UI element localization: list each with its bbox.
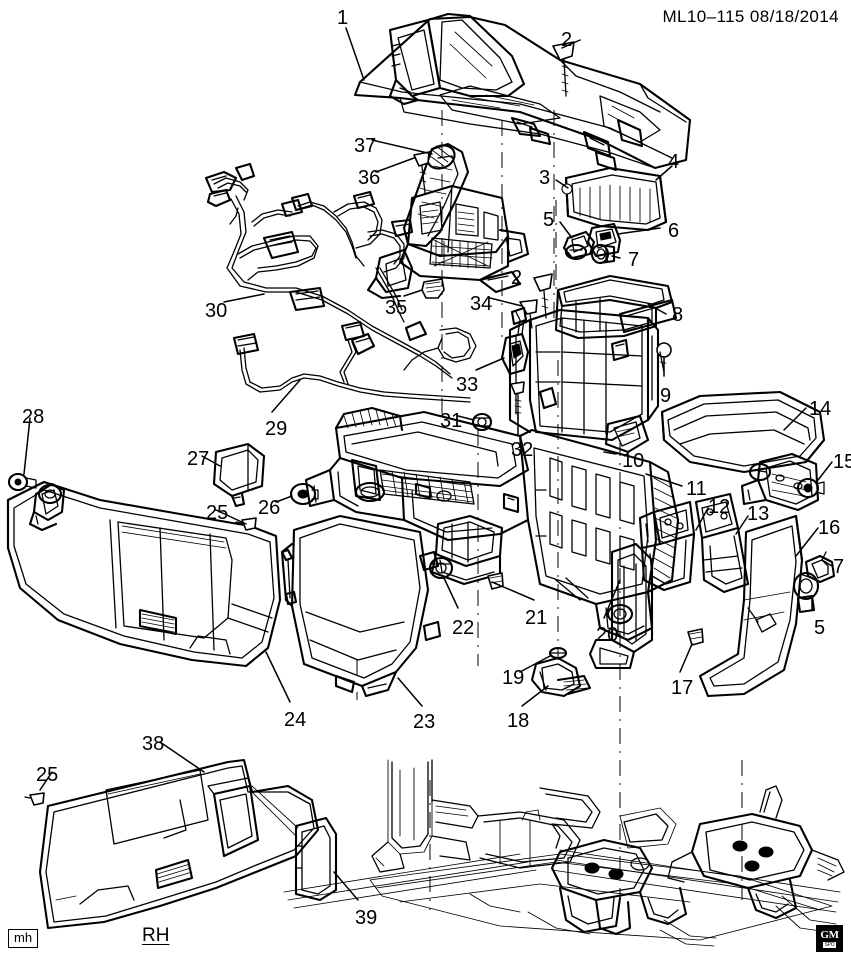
part-coin-holder-insert	[212, 442, 266, 508]
callout-console-upper-trim-plate: 1	[337, 7, 349, 29]
part-console-rear-trim-panel	[280, 514, 442, 698]
leader-lines	[23, 27, 833, 901]
callout-connector-assembly-upper: 5	[543, 209, 555, 231]
callout-nut-bracket: 19	[502, 667, 525, 689]
callout-console-body-assembly: 11	[686, 478, 707, 500]
callout-grommet: 26	[258, 497, 281, 519]
part-console-rear-support	[588, 542, 654, 670]
part-console-front-bracket	[530, 656, 592, 698]
callout-armrest-pivot-bolt: 15	[833, 451, 851, 473]
callout-bracket-right: 13	[747, 503, 770, 525]
part-access-cover	[251, 785, 338, 902]
callout-screw-compartment: 34	[470, 293, 493, 315]
part-console-upper-trim-plate	[353, 12, 692, 170]
callout-coin-holder-insert: 27	[187, 448, 210, 470]
callout-screw-shifter: 36	[358, 167, 381, 189]
callout-console-trim-bezel: 4	[668, 151, 680, 173]
callout-outlet-socket-upper: 7	[628, 249, 640, 271]
callout-access-cover: 39	[355, 907, 378, 929]
part-armrest-pivot-bolt	[796, 477, 825, 499]
callout-retainer-clip: 21	[525, 607, 548, 629]
part-screw-shifter	[413, 151, 430, 194]
gm-logo-subtext: SPO	[822, 941, 837, 948]
part-screw-latch	[510, 381, 525, 421]
part-retainer-pin	[7, 472, 37, 492]
callout-outlet-socket-lower: 7	[833, 556, 845, 578]
callout-bracket-left: 12	[708, 496, 731, 518]
part-screw-trim-lower	[24, 792, 45, 806]
part-bracket-right	[694, 492, 750, 594]
part-connector-assembly-upper	[562, 230, 596, 261]
callout-console-extension-harness: 29	[265, 418, 288, 440]
part-floor-pan-structure	[283, 759, 845, 947]
callout-console-left-side-trim: 24	[284, 709, 307, 731]
part-push-in-fastener	[421, 278, 445, 299]
part-console-extension-harness	[232, 320, 477, 403]
part-console-left-side-trim	[6, 480, 282, 668]
callout-console-front-bracket: 18	[507, 710, 530, 732]
callout-screw-upper: 2	[561, 29, 573, 51]
part-screw-upper	[552, 41, 575, 97]
part-bracket-left	[638, 500, 696, 592]
callout-nut-console: 31	[440, 410, 463, 432]
callout-bin-retainer-clip: 3	[539, 167, 551, 189]
callout-console-storage-compartment: 10	[622, 450, 645, 472]
callout-screw-bin: 9	[660, 385, 672, 407]
part-console-trim-bezel	[564, 166, 668, 232]
part-shift-lever-knob-boot	[402, 142, 470, 248]
part-screw-trim-upper	[235, 517, 257, 531]
callout-storage-bin-mat: 8	[672, 304, 684, 326]
callout-console-wiring-harness: 30	[205, 300, 228, 322]
callout-push-in-fastener: 35	[385, 297, 408, 319]
part-push-in-retainer	[687, 628, 704, 646]
callout-rear-console-side-panel: 16	[818, 517, 841, 539]
part-console-body-assembly	[304, 406, 680, 642]
part-storage-bin-mat	[554, 274, 678, 340]
callout-power-outlet-receptacle: 6	[668, 220, 680, 242]
part-rh-quarter-trim-panel	[38, 758, 320, 930]
callout-console-rear-support: 20	[596, 624, 619, 646]
callout-retainer-pin: 28	[22, 406, 45, 428]
callout-screw-trim-lower: 25	[36, 764, 59, 786]
side-label-rh: RH	[142, 925, 170, 946]
gm-logo-text: GM	[820, 928, 839, 941]
callout-console-rear-trim-panel: 23	[413, 711, 436, 733]
part-outlet-socket-lower	[804, 551, 836, 584]
alignment-axes	[356, 110, 743, 910]
part-rear-console-side-panel	[698, 514, 804, 698]
callout-connector-assembly-lower: 5	[814, 617, 826, 639]
part-screw-mid	[533, 273, 553, 319]
callout-grommet-plug: 22	[452, 617, 475, 639]
callout-screw-trim-upper: 25	[206, 502, 229, 524]
callout-screw-latch: 32	[511, 439, 534, 461]
gm-logo: GM SPO	[816, 925, 843, 952]
part-retainer-clip	[487, 572, 504, 590]
callout-rh-quarter-trim-panel: 38	[142, 733, 165, 755]
part-armrest-assembly	[660, 390, 826, 512]
callout-latch-striker: 33	[456, 374, 479, 396]
drawing-code-date: ML10–115 08/18/2014	[662, 7, 839, 26]
part-grommet	[289, 482, 319, 506]
callout-armrest-assembly: 14	[809, 398, 832, 420]
callout-push-in-retainer: 17	[671, 677, 694, 699]
initials-stamp: mh	[8, 929, 39, 948]
part-latch-striker	[500, 306, 530, 376]
callout-shift-lever-knob-boot: 37	[354, 135, 377, 157]
callout-screw-mid: 2	[511, 267, 523, 289]
part-console-wiring-harness	[204, 162, 453, 379]
part-shifter-assembly	[366, 184, 530, 300]
part-outlet-socket-upper	[590, 243, 616, 265]
